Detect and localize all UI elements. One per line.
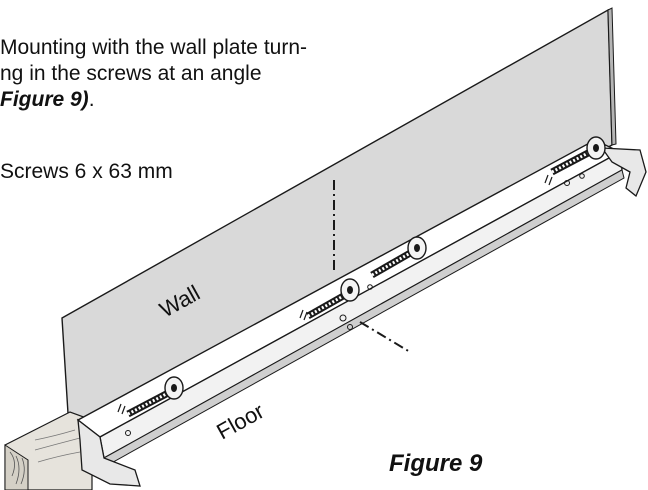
instruction-line-2: ng in the screws at an angle [0,62,262,85]
screw-spec: Screws 6 x 63 mm [0,160,173,183]
figure-caption: Figure 9 [389,450,483,477]
floor-label: Floor [212,398,268,444]
instruction-line-3: Figure 9). [0,88,95,111]
screw-4 [550,136,606,176]
screw-1 [126,376,184,418]
instruction-line-1: Mounting with the wall plate turn- [0,36,307,59]
centre-line-floor [359,321,411,353]
sentence-end: . [88,88,95,111]
wall-edge [607,7,617,146]
figure-reference: Figure 9) [0,88,89,111]
screw-3 [370,236,427,279]
screw-2 [306,278,360,320]
wood-block [4,411,93,490]
